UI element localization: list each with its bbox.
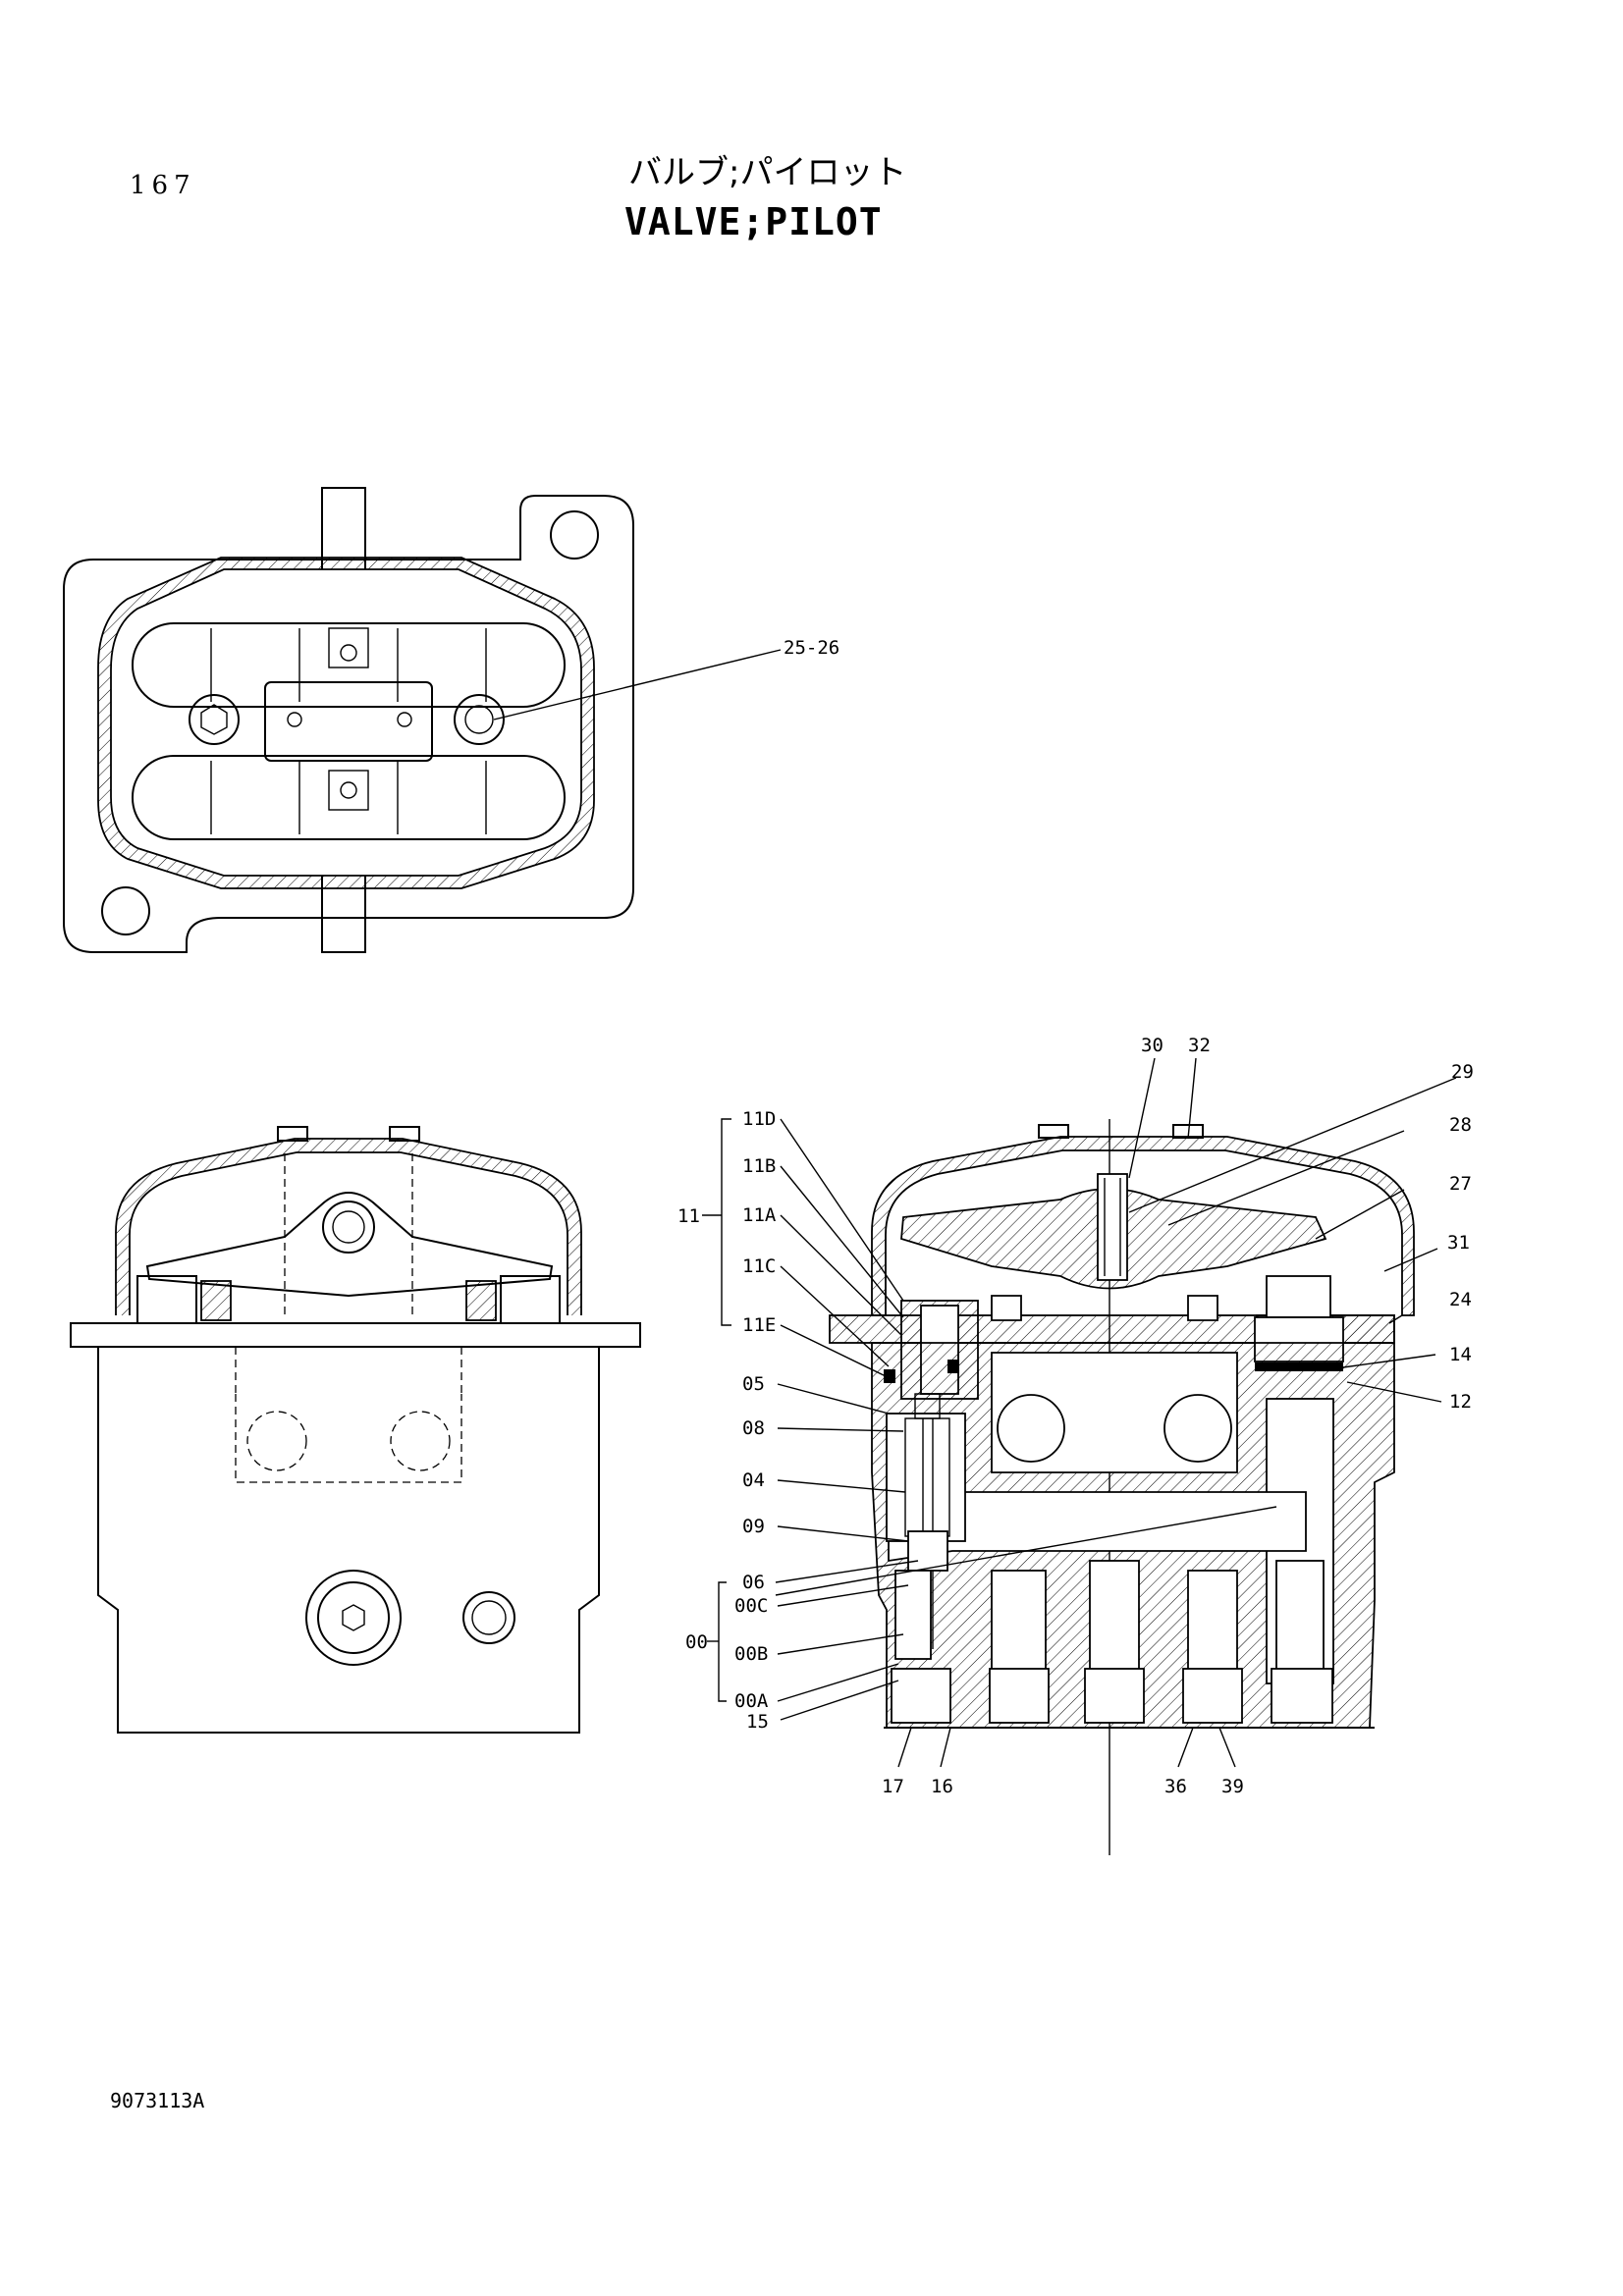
callout-00c: 00C [734, 1595, 768, 1617]
callout-09: 09 [742, 1516, 765, 1537]
section-view [702, 1057, 1457, 1855]
callout-00a: 00A [734, 1690, 769, 1712]
callout-05: 05 [742, 1373, 765, 1395]
callout-11c: 11C [742, 1255, 776, 1277]
callout-30: 30 [1141, 1035, 1163, 1056]
callout-32: 32 [1188, 1035, 1211, 1056]
callout-11a: 11A [742, 1204, 777, 1226]
callout-24: 24 [1449, 1289, 1472, 1310]
callout-17: 17 [882, 1776, 904, 1797]
callout-08: 08 [742, 1417, 765, 1439]
callout-28: 28 [1449, 1114, 1472, 1136]
callout-11d: 11D [742, 1108, 776, 1130]
page-number: 167 [130, 171, 196, 200]
callout-04: 04 [742, 1469, 765, 1491]
callout-06: 06 [742, 1572, 765, 1593]
callout-12: 12 [1449, 1391, 1472, 1413]
callout-group-11: 11 [677, 1205, 700, 1227]
title-english: VALVE;PILOT [624, 200, 883, 243]
callout-15: 15 [746, 1711, 769, 1733]
front-view [70, 1126, 641, 1734]
callout-25-26: 25-26 [784, 637, 839, 659]
drawing-number: 9073113A [110, 2089, 205, 2112]
callout-27: 27 [1449, 1173, 1472, 1195]
callout-31: 31 [1447, 1232, 1470, 1254]
callout-14: 14 [1449, 1344, 1472, 1365]
callout-11b: 11B [742, 1155, 776, 1177]
top-view [63, 487, 782, 953]
callout-29: 29 [1451, 1061, 1474, 1083]
callout-00b: 00B [734, 1643, 768, 1665]
callout-11e: 11E [742, 1314, 776, 1336]
callout-16: 16 [931, 1776, 953, 1797]
callout-group-00: 00 [685, 1631, 708, 1653]
callout-39: 39 [1221, 1776, 1244, 1797]
callout-36: 36 [1164, 1776, 1187, 1797]
title-japanese: バルブ;パイロット [628, 153, 907, 192]
